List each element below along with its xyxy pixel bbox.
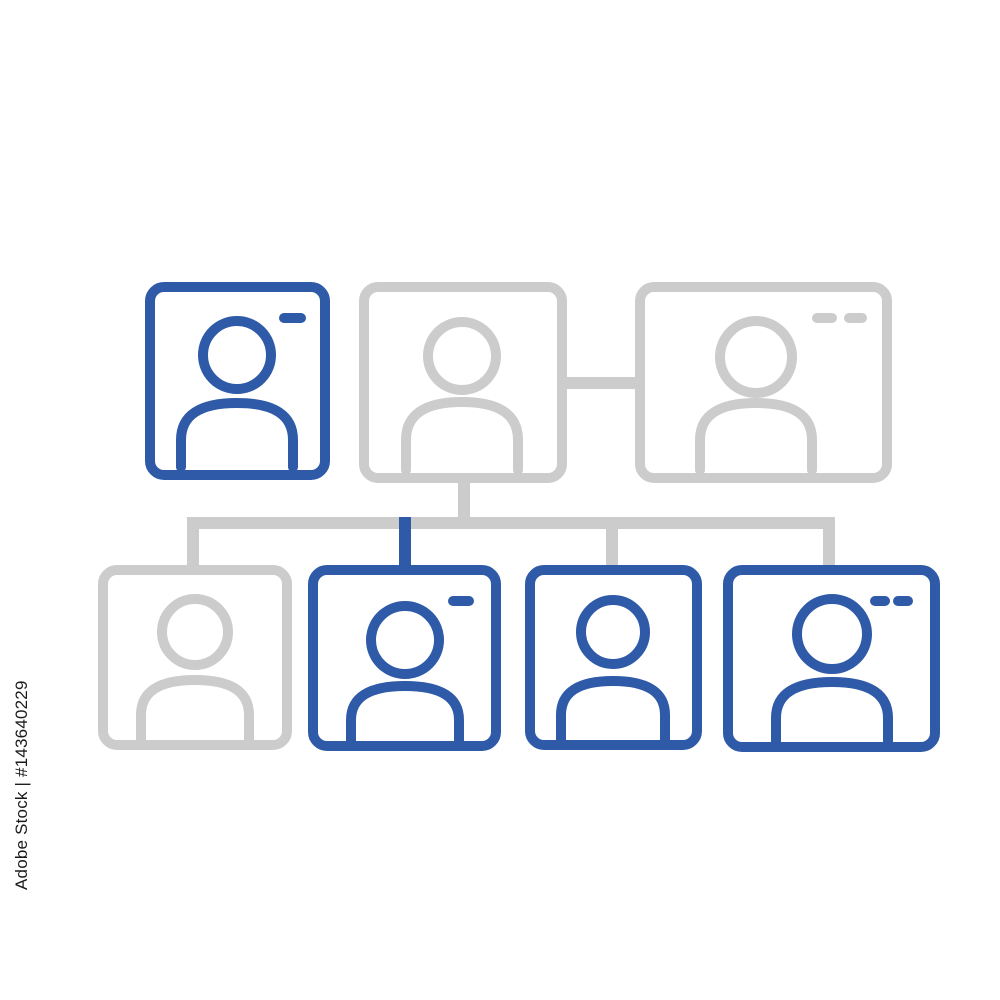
person-icon [176,316,298,472]
person-icon [346,601,464,746]
person-icon [401,317,523,475]
card-top-right [635,282,892,483]
card-bottom-4 [723,565,940,752]
person-icon [771,594,893,747]
card-top-left [145,282,330,480]
card-bottom-3 [525,565,702,750]
watermark-id: Adobe Stock | #143640229 [12,680,31,890]
person-icon [556,595,670,745]
person-icon [695,316,817,475]
person-icon [136,594,254,745]
card-top-center [359,282,567,483]
card-bottom-2 [308,565,501,751]
card-bottom-1 [98,565,292,750]
connector-lines [187,377,835,570]
